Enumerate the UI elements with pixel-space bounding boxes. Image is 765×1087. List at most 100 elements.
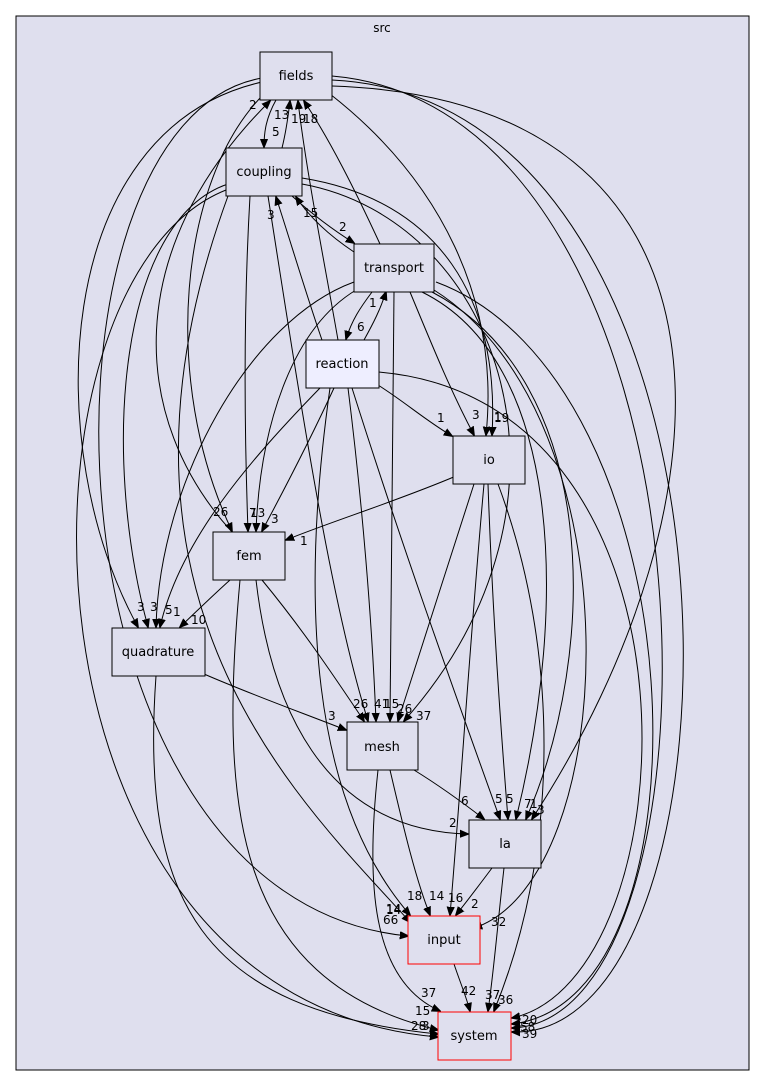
edge-label: 3 <box>537 803 545 817</box>
edge-transport-la <box>421 291 547 819</box>
edge-fields-quadrature <box>77 81 263 627</box>
edge-label: 18 <box>303 112 318 126</box>
node-label: reaction <box>315 357 368 372</box>
edge-label: 3 <box>328 709 336 723</box>
edge-label: 26 <box>353 697 368 711</box>
edge-fields-input <box>98 77 408 936</box>
edge-label: 58 <box>520 1020 535 1034</box>
edge-coupling-system <box>76 189 438 1037</box>
edge-transport-reaction <box>346 291 373 339</box>
edge-coupling-mesh <box>267 195 368 721</box>
edge-label: 15 <box>384 697 399 711</box>
edge-label: 37 <box>421 986 436 1000</box>
node-label: io <box>483 453 495 468</box>
edge-label: 13 <box>250 506 265 520</box>
edge-label: 19 <box>494 411 509 425</box>
edge-label: 2 <box>471 897 479 911</box>
node-io[interactable]: io <box>452 435 526 485</box>
edge-label: 3 <box>137 600 145 614</box>
edge-fem-system <box>232 579 438 1030</box>
node-input[interactable]: input <box>407 915 481 965</box>
edge-label: 2 <box>249 98 257 112</box>
edge-mesh-input <box>389 769 430 915</box>
edge-transport-coupling <box>296 197 355 253</box>
edge-io-mesh <box>398 483 475 721</box>
edge-reaction-io <box>377 384 452 436</box>
edge-label: 2 <box>449 816 457 830</box>
edge-label: 28 <box>411 1019 426 1033</box>
edge-transport-quadrature <box>156 281 355 627</box>
node-label: coupling <box>236 165 291 180</box>
edge-fields-system-b <box>331 79 684 1032</box>
node-reaction[interactable]: reaction <box>305 339 380 389</box>
edge-label: 6 <box>357 320 365 334</box>
edge-label: 5 <box>272 125 280 139</box>
node-label: system <box>451 1029 498 1044</box>
node-system[interactable]: system <box>437 1011 512 1061</box>
edge-label: 32 <box>491 915 506 929</box>
edge-coupling-mesh-b <box>301 183 511 721</box>
edge-label: 42 <box>461 984 476 998</box>
node-fem[interactable]: fem <box>212 531 286 581</box>
edge-fields-io <box>329 93 488 435</box>
edge-label: 14 <box>386 903 401 917</box>
node-la[interactable]: la <box>468 819 542 869</box>
edge-label: 26 <box>397 702 412 716</box>
edge-io-input <box>450 483 485 915</box>
edge-transport-system <box>435 281 654 1024</box>
edge-reaction-la <box>351 387 500 819</box>
edge-label: 1 <box>494 410 502 424</box>
edge-label: 37 <box>485 988 500 1002</box>
edge-label: 10 <box>191 613 206 627</box>
edge-fields-coupling <box>264 99 277 147</box>
node-label: input <box>427 933 460 948</box>
edge-label: 5 <box>506 792 514 806</box>
edge-la-input <box>456 867 493 915</box>
edge-label: 66 <box>383 913 398 927</box>
edge-label: 15 <box>303 206 318 220</box>
node-fields[interactable]: fields <box>259 51 333 101</box>
edge-label: 5 <box>495 792 503 806</box>
edge-coupling-io <box>301 177 493 435</box>
edge-label: 26 <box>213 505 228 519</box>
edge-io-fem <box>286 475 457 540</box>
edge-label: 16 <box>448 891 463 905</box>
node-mesh[interactable]: mesh <box>346 721 419 771</box>
edge-label: 18 <box>407 889 422 903</box>
node-coupling[interactable]: coupling <box>225 147 303 197</box>
edge-label: 37 <box>416 709 431 723</box>
edge-label: 1 <box>300 534 308 548</box>
edge-label: 15 <box>415 1004 430 1018</box>
node-label: fields <box>279 69 314 84</box>
edge-label: 14 <box>386 902 401 916</box>
edge-label: 2 <box>339 220 347 234</box>
edge-fem-fields <box>155 101 270 533</box>
node-transport[interactable]: transport <box>353 243 435 293</box>
node-label: fem <box>236 549 261 564</box>
edge-mesh-system <box>372 769 440 1011</box>
edge-label: 7 <box>249 506 257 520</box>
edge-reaction-input <box>314 387 410 915</box>
edge-label: 13 <box>274 108 289 122</box>
edge-coupling-fields <box>281 101 290 149</box>
edge-transport-fields <box>304 101 381 245</box>
edge-label: 39 <box>522 1027 537 1041</box>
edge-label: 3 <box>271 512 279 526</box>
cluster-src <box>15 15 750 1071</box>
edge-fields-fem <box>187 95 263 531</box>
edge-reaction-fem <box>262 387 335 531</box>
edge-label: 14 <box>429 889 444 903</box>
edge-fem-quadrature <box>180 579 231 627</box>
edge-reaction-mesh <box>347 387 376 721</box>
edge-quadrature-mesh <box>203 673 346 730</box>
edge-transport-io <box>409 291 474 435</box>
edge-transport-input <box>433 289 587 928</box>
edge-label: 1 <box>437 411 445 425</box>
edge-label: 1 <box>173 605 181 619</box>
edge-coupling-quadrature <box>122 183 229 627</box>
edge-io-system <box>494 483 545 1011</box>
node-quadrature[interactable]: quadrature <box>111 627 206 677</box>
edge-transport-mesh <box>390 291 395 721</box>
edge-label: 6 <box>461 794 469 808</box>
